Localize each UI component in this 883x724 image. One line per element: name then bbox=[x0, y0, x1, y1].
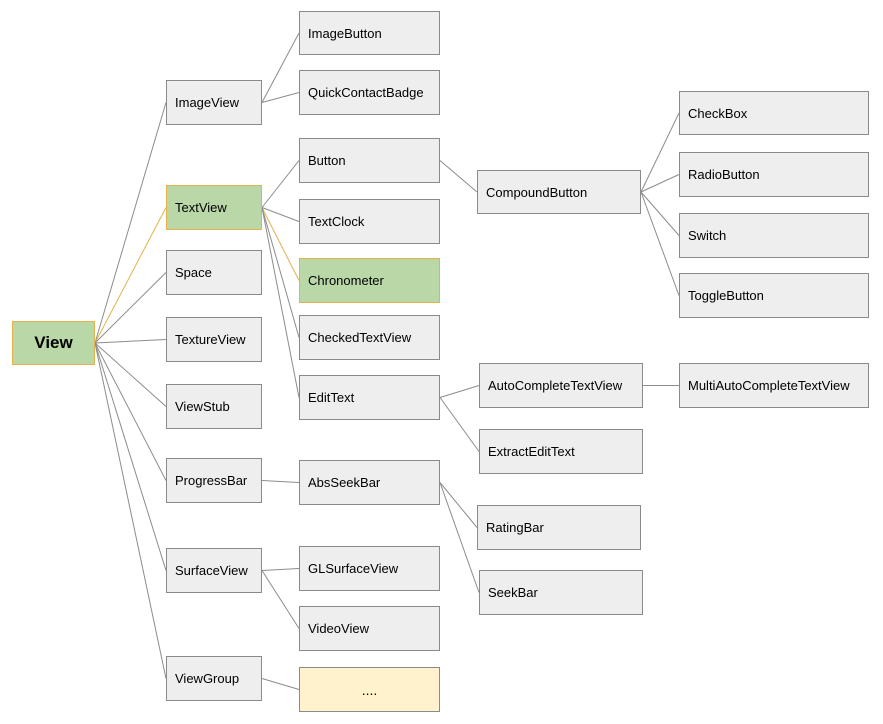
edge-view-progressbar bbox=[94, 342, 167, 481]
edge-view-viewgroup bbox=[94, 342, 167, 679]
node-checkedtextview: CheckedTextView bbox=[299, 315, 440, 360]
edge-button-compoundbutton bbox=[439, 160, 478, 193]
node-progressbar: ProgressBar bbox=[166, 458, 262, 503]
edge-compoundbutton-checkbox bbox=[640, 112, 680, 193]
node-checkbox: CheckBox bbox=[679, 91, 869, 135]
node-seekbar: SeekBar bbox=[479, 570, 643, 615]
edge-view-viewstub bbox=[94, 342, 167, 407]
node-edittext: EditText bbox=[299, 375, 440, 420]
edge-textview-edittext bbox=[261, 207, 300, 398]
edge-textview-button bbox=[261, 160, 300, 208]
node-radiobutton: RadioButton bbox=[679, 152, 869, 197]
edge-textview-chronometer bbox=[261, 207, 300, 281]
node-ratingbar: RatingBar bbox=[477, 505, 641, 550]
edge-view-textureview bbox=[94, 339, 167, 344]
node-imagebutton: ImageButton bbox=[299, 11, 440, 55]
node-textclock: TextClock bbox=[299, 199, 440, 244]
edge-imageview-imagebutton bbox=[261, 32, 300, 103]
node-textureview: TextureView bbox=[166, 317, 262, 362]
edge-textview-checkedtextview bbox=[261, 207, 300, 338]
edge-view-surfaceview bbox=[94, 342, 167, 571]
edge-progressbar-absseekbar bbox=[261, 480, 300, 483]
node-switch: Switch bbox=[679, 213, 869, 258]
edge-surfaceview-glsurfaceview bbox=[261, 568, 300, 571]
node-surfaceview: SurfaceView bbox=[166, 548, 262, 593]
node-view: View bbox=[12, 321, 95, 365]
edge-compoundbutton-switch bbox=[640, 191, 680, 236]
node-videoview: VideoView bbox=[299, 606, 440, 651]
node-viewstub: ViewStub bbox=[166, 384, 262, 429]
edge-compoundbutton-radiobutton bbox=[640, 174, 680, 193]
edge-view-textview bbox=[94, 207, 167, 344]
node-compoundbutton: CompoundButton bbox=[477, 170, 641, 214]
node-more-placeholder: .... bbox=[299, 667, 440, 712]
edge-edittext-extractedittext bbox=[439, 397, 480, 452]
node-button: Button bbox=[299, 138, 440, 183]
edge-view-space bbox=[94, 272, 167, 344]
edge-textview-textclock bbox=[261, 207, 300, 222]
node-quickcontactbadge: QuickContactBadge bbox=[299, 70, 440, 115]
node-textview: TextView bbox=[166, 185, 262, 230]
edge-viewgroup-more bbox=[261, 678, 300, 690]
node-space: Space bbox=[166, 250, 262, 295]
node-viewgroup: ViewGroup bbox=[166, 656, 262, 701]
edge-surfaceview-videoview bbox=[261, 570, 300, 629]
node-absseekbar: AbsSeekBar bbox=[299, 460, 440, 505]
edge-absseekbar-seekbar bbox=[439, 482, 480, 593]
edge-view-imageview bbox=[94, 102, 167, 344]
node-togglebutton: ToggleButton bbox=[679, 273, 869, 318]
node-multiautocompletetextview: MultiAutoCompleteTextView bbox=[679, 363, 869, 408]
node-imageview: ImageView bbox=[166, 80, 262, 125]
edge-absseekbar-ratingbar bbox=[439, 482, 478, 528]
node-chronometer: Chronometer bbox=[299, 258, 440, 303]
edge-edittext-autocompletetextview bbox=[439, 385, 480, 398]
edge-compoundbutton-togglebutton bbox=[640, 191, 680, 296]
node-glsurfaceview: GLSurfaceView bbox=[299, 546, 440, 591]
edge-imageview-quickcontactbadge bbox=[261, 92, 300, 103]
node-extractedittext: ExtractEditText bbox=[479, 429, 643, 474]
node-autocompletetextview: AutoCompleteTextView bbox=[479, 363, 643, 408]
